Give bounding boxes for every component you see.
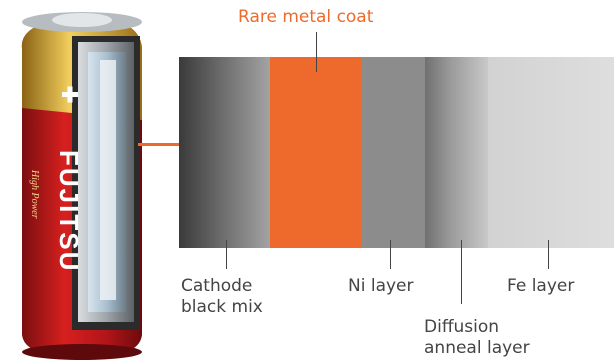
battery-subtext: High Power (29, 169, 40, 219)
ni-layer (361, 57, 425, 248)
diffusion-tick (461, 240, 462, 304)
diffusion-label-line1: Diffusion (424, 317, 500, 337)
cathode-label-line2: black mix (181, 297, 263, 317)
cathode-label: Cathode black mix (181, 276, 263, 318)
rare-metal-coat-tick (316, 32, 317, 72)
fe-layer (488, 57, 614, 248)
fe-label: Fe layer (507, 276, 575, 296)
fe-tick (548, 240, 549, 269)
cathode-label-line1: Cathode (181, 276, 253, 296)
cathode-layer (179, 57, 270, 248)
ni-label: Ni layer (348, 276, 414, 296)
battery-illustration: FUJITSU High Power (21, 12, 142, 360)
rare-metal-coat-layer (270, 57, 361, 248)
rare-metal-coat-label: Rare metal coat (238, 7, 374, 27)
ni-tick (390, 240, 391, 269)
diffusion-label: Diffusion anneal layer (424, 317, 530, 359)
battery-brand-text: FUJITSU (54, 150, 84, 272)
cathode-tick (226, 240, 227, 269)
diffusion-layer (425, 57, 488, 248)
diffusion-label-line2: anneal layer (424, 338, 530, 358)
layer-cross-section (179, 57, 614, 248)
